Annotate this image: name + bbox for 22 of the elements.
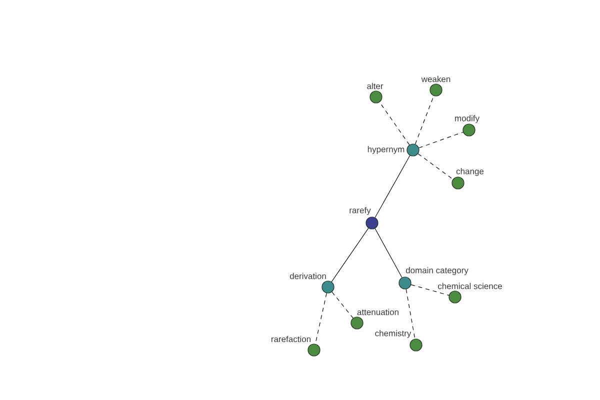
node-label: weaken	[421, 76, 450, 82]
connector	[418, 153, 454, 180]
node-label: chemistry	[375, 330, 412, 338]
node-label: hypernym	[368, 146, 404, 154]
connector	[374, 155, 410, 218]
node-label: domain category	[406, 267, 468, 275]
connector	[406, 288, 416, 340]
node-label: derivation	[290, 272, 326, 280]
node-label: alter	[367, 82, 384, 90]
connector	[374, 228, 402, 278]
connector	[331, 228, 369, 282]
connector	[418, 132, 464, 148]
node-label: rarefy	[350, 207, 371, 215]
node-label: change	[456, 168, 484, 176]
connector	[410, 284, 450, 296]
connector	[379, 102, 410, 146]
connector	[414, 96, 434, 144]
connector	[332, 292, 354, 318]
node-label: attenuation	[357, 308, 398, 316]
node-label: rarefaction	[272, 336, 311, 342]
node-label: modify	[455, 115, 480, 123]
node-label: chemical science	[438, 282, 502, 290]
